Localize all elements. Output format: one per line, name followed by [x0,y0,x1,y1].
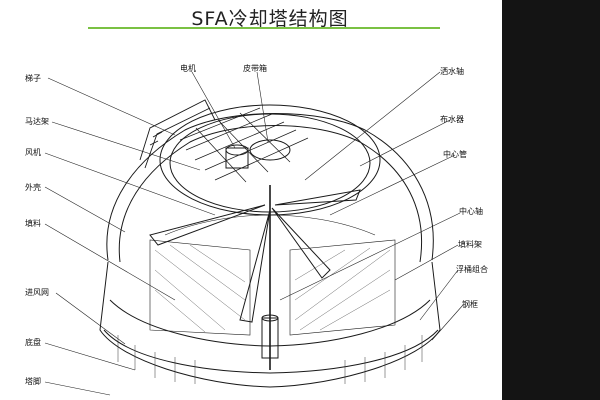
ladder-shape [139,99,216,169]
fill-panels [149,214,396,336]
title-underline [88,27,440,29]
label-tower-legs: 塔脚 [25,377,41,386]
label-water-distributor: 布水器 [440,115,464,124]
top-grating [179,107,309,183]
label-shell: 外壳 [25,183,41,192]
motor-block [225,147,249,169]
label-ladder: 梯子 [25,74,41,83]
diagram-title: SFA冷却塔结构图 [191,8,349,30]
label-fill-rack: 填料架 [458,240,482,249]
inlet-grille [117,335,423,384]
label-pulley-box: 皮带箱 [243,64,267,73]
label-fan: 风机 [25,148,41,157]
label-motor: 电机 [180,64,196,73]
label-float-valve-assembly: 浮桶组合 [456,265,488,274]
label-bottom-basin: 底盘 [25,338,41,347]
pulley-box-shape [249,139,291,161]
right-dark-band [502,0,600,400]
label-sprinkler-shaft: 洒水轴 [440,67,464,76]
label-center-axis: 中心轴 [459,207,483,216]
label-center-pipe: 中心管 [443,150,467,159]
fan-blades [149,189,361,323]
label-motor-frame: 马达架 [25,117,49,126]
air-inlet-skirt [99,261,441,388]
leader-lines [44,71,464,396]
label-steel-frame: 钢框 [462,300,478,309]
label-air-inlet-net: 进风网 [25,288,49,297]
label-fill: 填料 [25,219,41,228]
